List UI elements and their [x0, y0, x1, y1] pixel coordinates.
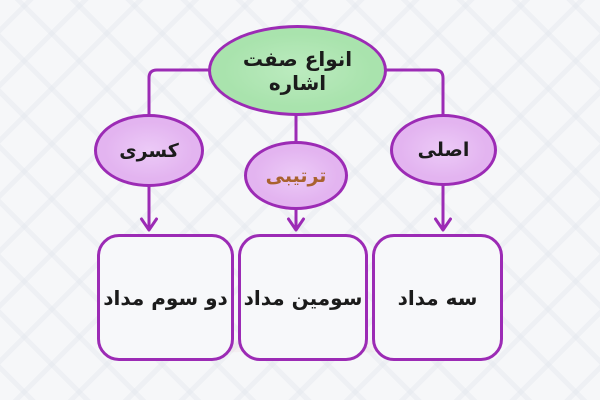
branch-node-tartibi: ترتیبی	[244, 141, 348, 210]
example-box-tartibi: سومین مداد	[238, 234, 368, 361]
arrowhead-tartibi-icon	[287, 217, 305, 232]
example-label-asli: سه مداد	[397, 285, 478, 310]
root-node: انواع صفت اشاره	[208, 25, 387, 116]
branch-label-kasri: کسری	[119, 139, 179, 162]
branch-node-asli: اصلی	[390, 114, 497, 186]
arrowhead-asli-icon	[434, 217, 452, 232]
example-box-kasri: دو سوم مداد	[97, 234, 234, 361]
connector-root-to-kasri	[147, 68, 297, 127]
arrowhead-kasri-icon	[140, 217, 158, 232]
branch-label-tartibi: ترتیبی	[265, 164, 327, 187]
branch-label-asli: اصلی	[417, 139, 470, 161]
example-box-asli: سه مداد	[372, 234, 503, 361]
branch-node-kasri: کسری	[94, 114, 204, 187]
example-label-tartibi: سومین مداد	[243, 285, 363, 310]
root-label: انواع صفت اشاره	[242, 46, 353, 95]
connector-root-to-asli	[298, 68, 445, 127]
example-label-kasri: دو سوم مداد	[103, 285, 228, 310]
